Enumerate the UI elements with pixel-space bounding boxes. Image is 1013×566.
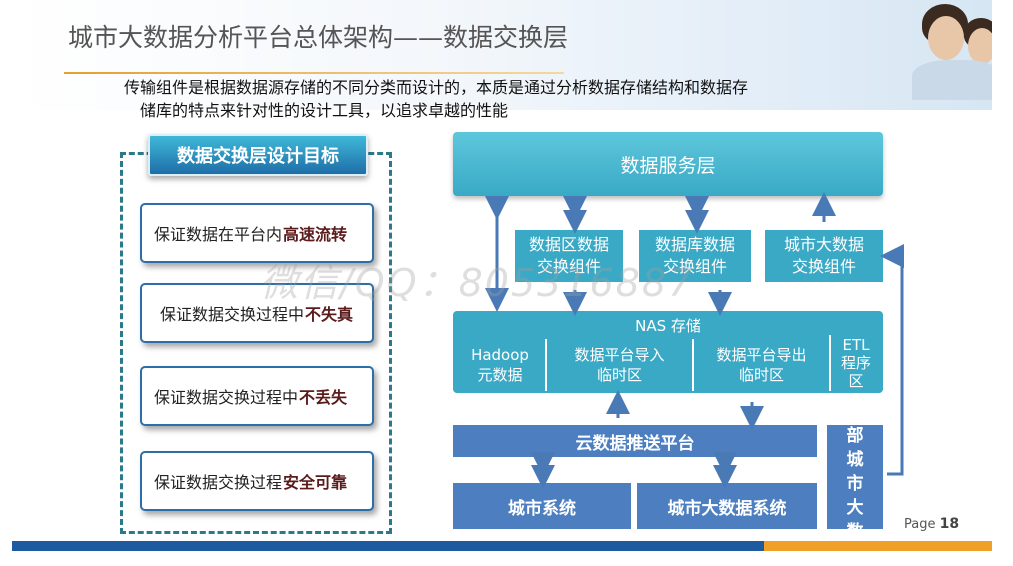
title-underline <box>64 72 564 74</box>
data-service-layer: 数据服务层 <box>453 132 883 196</box>
external-char: 部 <box>846 426 864 446</box>
footer-bar-orange <box>764 541 992 551</box>
goal-text: 保证数据交换过程中 <box>160 305 305 324</box>
goal-item: 保证数据交换过程中不失真 <box>140 283 374 343</box>
description: 传输组件是根据数据源存储的不同分类而设计的，本质是通过分析数据存储结构和数据存 … <box>124 76 894 122</box>
page-label: Page <box>904 517 936 532</box>
storage-cell-line: Hadoop <box>471 346 529 364</box>
storage-cell-line: ETL <box>842 336 870 354</box>
nas-storage-label: NAS 存储 <box>635 317 701 335</box>
goal-highlight: 不失真 <box>305 305 354 324</box>
exchange-component-city-bigdata: 城市大数据交换组件 <box>765 230 883 282</box>
storage-cell-line: 区 <box>848 372 864 390</box>
storage-cell-line: 数据平台导出 <box>716 346 807 364</box>
storage-cell-line: 元数据 <box>477 366 523 384</box>
component-line: 城市大数据 <box>783 235 864 254</box>
goal-text: 保证数据在平台内 <box>154 225 283 244</box>
goal-text: 保证数据交换过程 <box>154 473 283 492</box>
goal-item: 保证数据在平台内高速流转 <box>140 203 374 263</box>
component-line: 交换组件 <box>536 257 601 276</box>
component-line: 数据库数据 <box>654 235 735 254</box>
storage-cell-line: 临时区 <box>596 366 642 384</box>
slide: 城市大数据分析平台总体架构——数据交换层 传输组件是根据数据源存储的不同分类而设… <box>12 0 992 552</box>
goals-title: 数据交换层设计目标 <box>148 134 368 176</box>
goal-item: 保证数据交换过程中不丢失 <box>140 366 374 426</box>
storage-import-temp: 数据平台导入临时区 <box>545 339 692 391</box>
header-background <box>12 0 992 110</box>
component-line: 交换组件 <box>662 257 727 276</box>
header-photo <box>882 0 992 100</box>
page-title: 城市大数据分析平台总体架构——数据交换层 <box>68 23 569 52</box>
cloud-push-platform: 云数据推送平台 <box>453 425 817 457</box>
external-char: 大 <box>846 498 864 518</box>
footer-bar-blue <box>12 541 764 551</box>
external-char: 数 <box>846 522 864 542</box>
external-char: 市 <box>846 474 864 494</box>
goal-highlight: 安全可靠 <box>283 473 348 492</box>
storage-hadoop: Hadoop 元数据 <box>455 339 545 391</box>
description-line-1: 传输组件是根据数据源存储的不同分类而设计的，本质是通过分析数据存储结构和数据存 <box>124 78 749 97</box>
exchange-component-database: 数据库数据交换组件 <box>639 230 751 282</box>
watermark: 微信/QQ：805316887 <box>260 261 695 305</box>
goal-item: 保证数据交换过程安全可靠 <box>140 451 374 511</box>
goal-text: 保证数据交换过程中 <box>154 388 299 407</box>
storage-cell-line: 临时区 <box>738 366 784 384</box>
connector-arrows <box>485 192 904 489</box>
exchange-component-area: 数据区数据交换组件 <box>515 230 623 282</box>
external-char: 外 <box>846 402 864 422</box>
city-system: 城市系统 <box>453 483 631 529</box>
storage-export-temp: 数据平台导出临时区 <box>692 339 829 391</box>
goal-highlight: 不丢失 <box>299 388 348 407</box>
storage-cell-line: 数据平台导入 <box>574 346 665 364</box>
page-value: 18 <box>939 516 960 532</box>
description-line-2: 储库的特点来针对性的设计工具，以追求卓越的性能 <box>140 101 509 120</box>
city-bigdata-system: 城市大数据系统 <box>637 483 817 529</box>
component-line: 交换组件 <box>791 257 856 276</box>
page-number: Page 18 <box>904 516 959 532</box>
storage-cell-line: 程序 <box>840 354 871 372</box>
external-city-data <box>827 425 883 529</box>
goal-highlight: 高速流转 <box>283 225 348 244</box>
arrow-external-component <box>880 244 904 476</box>
external-char: 城 <box>846 450 864 470</box>
component-line: 数据区数据 <box>528 235 609 254</box>
